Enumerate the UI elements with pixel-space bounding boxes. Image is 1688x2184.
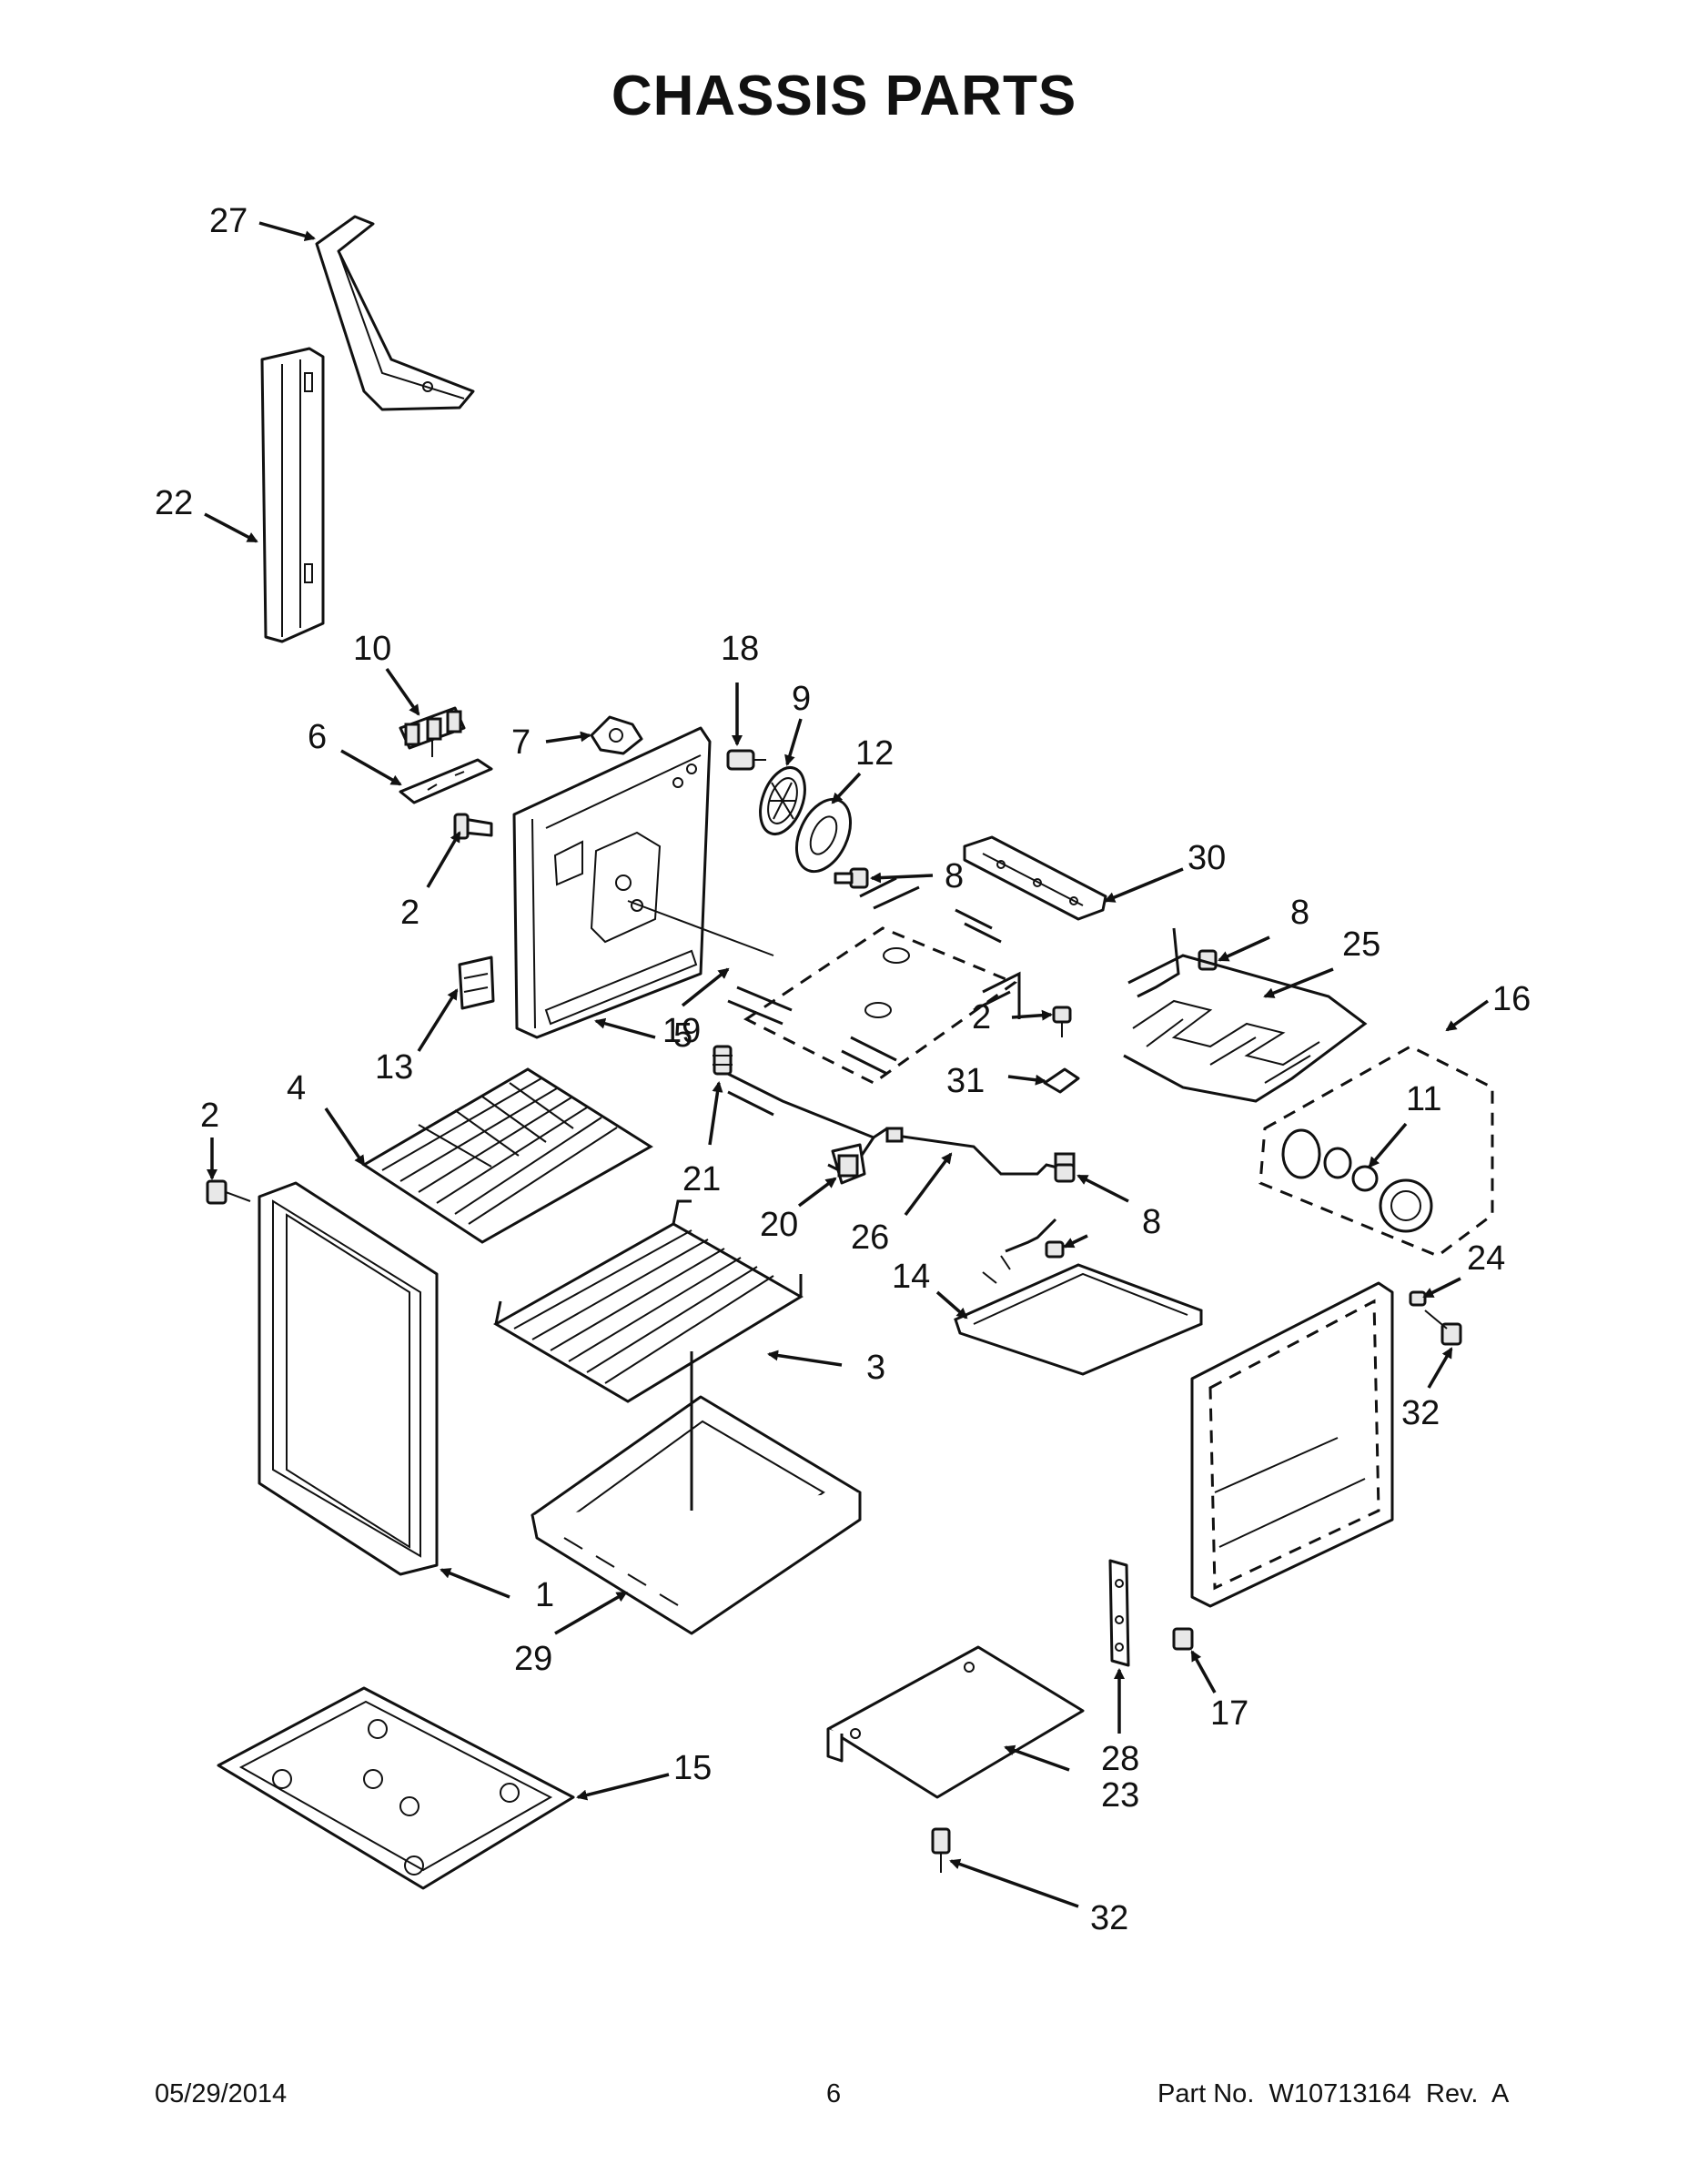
part-29-broiler-pan — [531, 1351, 862, 1635]
callout-16: 16 — [1492, 980, 1531, 1018]
part-26-sensor — [885, 1127, 1076, 1176]
callout-8-fan: 8 — [945, 857, 964, 895]
part-20-valve — [831, 1143, 866, 1185]
part-6-bracket — [399, 758, 493, 804]
callout-17: 17 — [1210, 1694, 1248, 1733]
part-18-fitting — [726, 749, 766, 771]
callout-12: 12 — [855, 734, 894, 773]
callout-18: 18 — [721, 630, 759, 668]
callout-27: 27 — [209, 202, 248, 240]
callout-22: 22 — [155, 484, 193, 522]
callout-32-side: 32 — [1401, 1394, 1440, 1432]
callout-labels: 27 22 10 18 9 6 7 12 8 30 2 8 25 16 13 1… — [155, 202, 1531, 1937]
part-28-hinge — [1108, 1559, 1130, 1667]
part-32-screw-side — [1424, 1309, 1462, 1346]
part-9-fan-blade — [759, 766, 806, 835]
callout-10: 10 — [353, 630, 391, 668]
part-25-broil-element — [1123, 927, 1368, 1103]
part-24-fitting — [1409, 1290, 1427, 1307]
callout-28: 28 — [1101, 1740, 1139, 1778]
oven-floor-frame-lines — [727, 876, 1021, 1176]
callout-25: 25 — [1342, 925, 1380, 964]
callout-13: 13 — [375, 1048, 413, 1087]
part-8-screw-sensor — [1054, 1163, 1076, 1183]
part-7-clip — [590, 715, 643, 755]
page-title: CHASSIS PARTS — [611, 65, 1077, 127]
callout-21: 21 — [682, 1160, 721, 1198]
callout-4: 4 — [287, 1069, 306, 1107]
part-3-oven-rack-lower — [492, 1199, 804, 1403]
part-21-fitting — [713, 1045, 733, 1076]
part-32-screw-bottom — [931, 1827, 951, 1873]
part-13-small-bracket — [458, 956, 495, 1010]
callout-9: 9 — [792, 680, 811, 718]
part-10-terminal-block — [399, 706, 466, 757]
part-30-rail — [963, 835, 1107, 921]
part-5-rear-panel — [512, 726, 712, 1039]
callout-3: 3 — [866, 1349, 885, 1387]
callout-7: 7 — [511, 723, 531, 762]
footer-date: 05/29/2014 — [155, 2079, 288, 2108]
footer-page-number: 6 — [826, 2079, 842, 2108]
part-1-door-frame — [258, 1181, 439, 1576]
part-8-screw-upper — [834, 867, 869, 889]
part-27-bracket — [315, 215, 475, 411]
callout-26: 26 — [851, 1218, 889, 1257]
callout-8-element: 8 — [1290, 894, 1309, 932]
footer-part-number: Part No. W10713164 Rev. A — [1157, 2079, 1510, 2108]
part-2-screw-upper — [453, 813, 493, 840]
callout-14: 14 — [892, 1258, 930, 1296]
part-2-screw-center — [1052, 1006, 1072, 1037]
callout-15: 15 — [673, 1749, 712, 1787]
callout-8-sensor: 8 — [1142, 1203, 1161, 1241]
callout-24: 24 — [1467, 1239, 1505, 1278]
callout-2-door: 2 — [200, 1097, 219, 1135]
callout-5: 5 — [673, 1016, 692, 1055]
leader-arrows — [204, 221, 1490, 1908]
callout-11: 11 — [1406, 1080, 1441, 1118]
callout-29: 29 — [514, 1640, 552, 1678]
part-2-screw-door — [206, 1179, 251, 1205]
part-23-bottom-shield — [826, 1645, 1085, 1799]
callout-31: 31 — [946, 1062, 985, 1100]
part-22-side-bracket — [260, 347, 325, 643]
part-15-bottom-panel — [217, 1686, 575, 1890]
callout-1: 1 — [535, 1576, 554, 1614]
callout-23: 23 — [1101, 1776, 1139, 1815]
part-4-oven-rack — [361, 1067, 653, 1244]
callout-32-bottom: 32 — [1090, 1899, 1128, 1937]
part-16-oven-light-assembly — [1258, 1045, 1494, 1258]
callout-2-center: 2 — [972, 998, 991, 1036]
part-17-screw — [1172, 1627, 1194, 1651]
part-14-bake-element — [954, 1218, 1203, 1376]
callout-19: 19 — [662, 1012, 701, 1050]
callout-20: 20 — [760, 1206, 798, 1244]
part-31-clip — [1043, 1067, 1080, 1094]
callout-2-upper: 2 — [400, 894, 419, 932]
callout-6: 6 — [308, 718, 327, 756]
side-panel-frame — [1190, 1281, 1394, 1608]
callout-30: 30 — [1188, 839, 1226, 877]
